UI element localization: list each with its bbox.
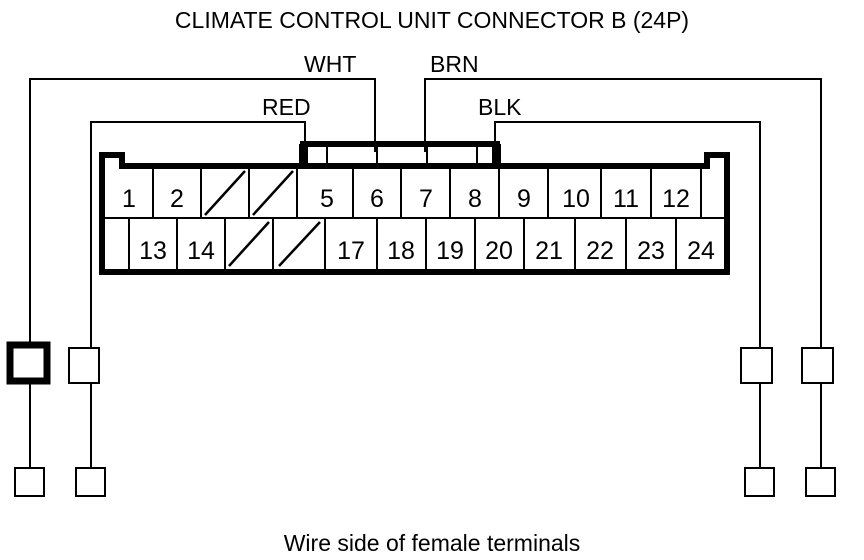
diagram-title: CLIMATE CONTROL UNIT CONNECTOR B (24P) — [175, 7, 689, 33]
pin-label-14: 14 — [187, 237, 215, 265]
pin-label-23: 23 — [637, 237, 665, 265]
pin-label-24: 24 — [687, 237, 715, 265]
connector-top-row: 1 2 5 6 7 8 9 10 11 12 — [122, 168, 702, 218]
pin-label-6: 6 — [370, 185, 384, 213]
pin-label-2: 2 — [170, 185, 184, 213]
pin-label-19: 19 — [436, 237, 464, 265]
wire-path-brn — [424, 78, 822, 348]
pin-label-22: 22 — [586, 237, 614, 265]
terminal-box-wht-lower — [14, 467, 45, 497]
wire-path-wht — [29, 78, 376, 342]
terminal-box-brn-lower — [805, 467, 836, 497]
pin-label-5: 5 — [320, 185, 334, 213]
terminal-box-red-lower — [75, 467, 106, 497]
pin-label-12: 12 — [662, 185, 690, 213]
wire-path-red — [90, 121, 306, 348]
pin-label-13: 13 — [139, 237, 167, 265]
pin-label-9: 9 — [517, 185, 531, 213]
wire-label-blk: BLK — [478, 94, 522, 120]
pin-label-8: 8 — [468, 185, 482, 213]
pin-label-18: 18 — [387, 237, 415, 265]
pin-label-1: 1 — [122, 185, 136, 213]
connector-shell-outline — [99, 152, 730, 275]
top-slot-4-blank-slash — [252, 170, 294, 216]
pin-label-17: 17 — [337, 237, 365, 265]
latch-post-left — [299, 144, 308, 166]
wire-label-wht: WHT — [304, 51, 356, 77]
wire-path-blk — [494, 121, 761, 348]
terminal-box-blk-lower — [744, 467, 775, 497]
wire-label-red: RED — [262, 94, 311, 120]
connector-bottom-row: 13 14 17 18 19 20 21 22 23 24 — [128, 219, 715, 269]
wire-label-brn: BRN — [430, 51, 479, 77]
top-slot-3-blank-slash — [204, 170, 246, 216]
pin-label-11: 11 — [613, 185, 639, 213]
terminal-box-blk-upper — [740, 347, 773, 384]
terminal-box-brn-upper — [801, 347, 834, 384]
pin-label-21: 21 — [535, 237, 563, 265]
pin-label-7: 7 — [419, 185, 433, 213]
pin-label-20: 20 — [485, 237, 513, 265]
diagram-caption: Wire side of female terminals — [284, 530, 581, 556]
latch-post-right — [492, 144, 501, 166]
bot-slot-blank-slash-2 — [278, 221, 321, 267]
bot-slot-blank-slash-1 — [228, 221, 270, 267]
terminal-box-red-upper — [68, 347, 100, 384]
terminal-box-wht-upper — [6, 341, 51, 385]
pin-label-10: 10 — [562, 185, 590, 213]
